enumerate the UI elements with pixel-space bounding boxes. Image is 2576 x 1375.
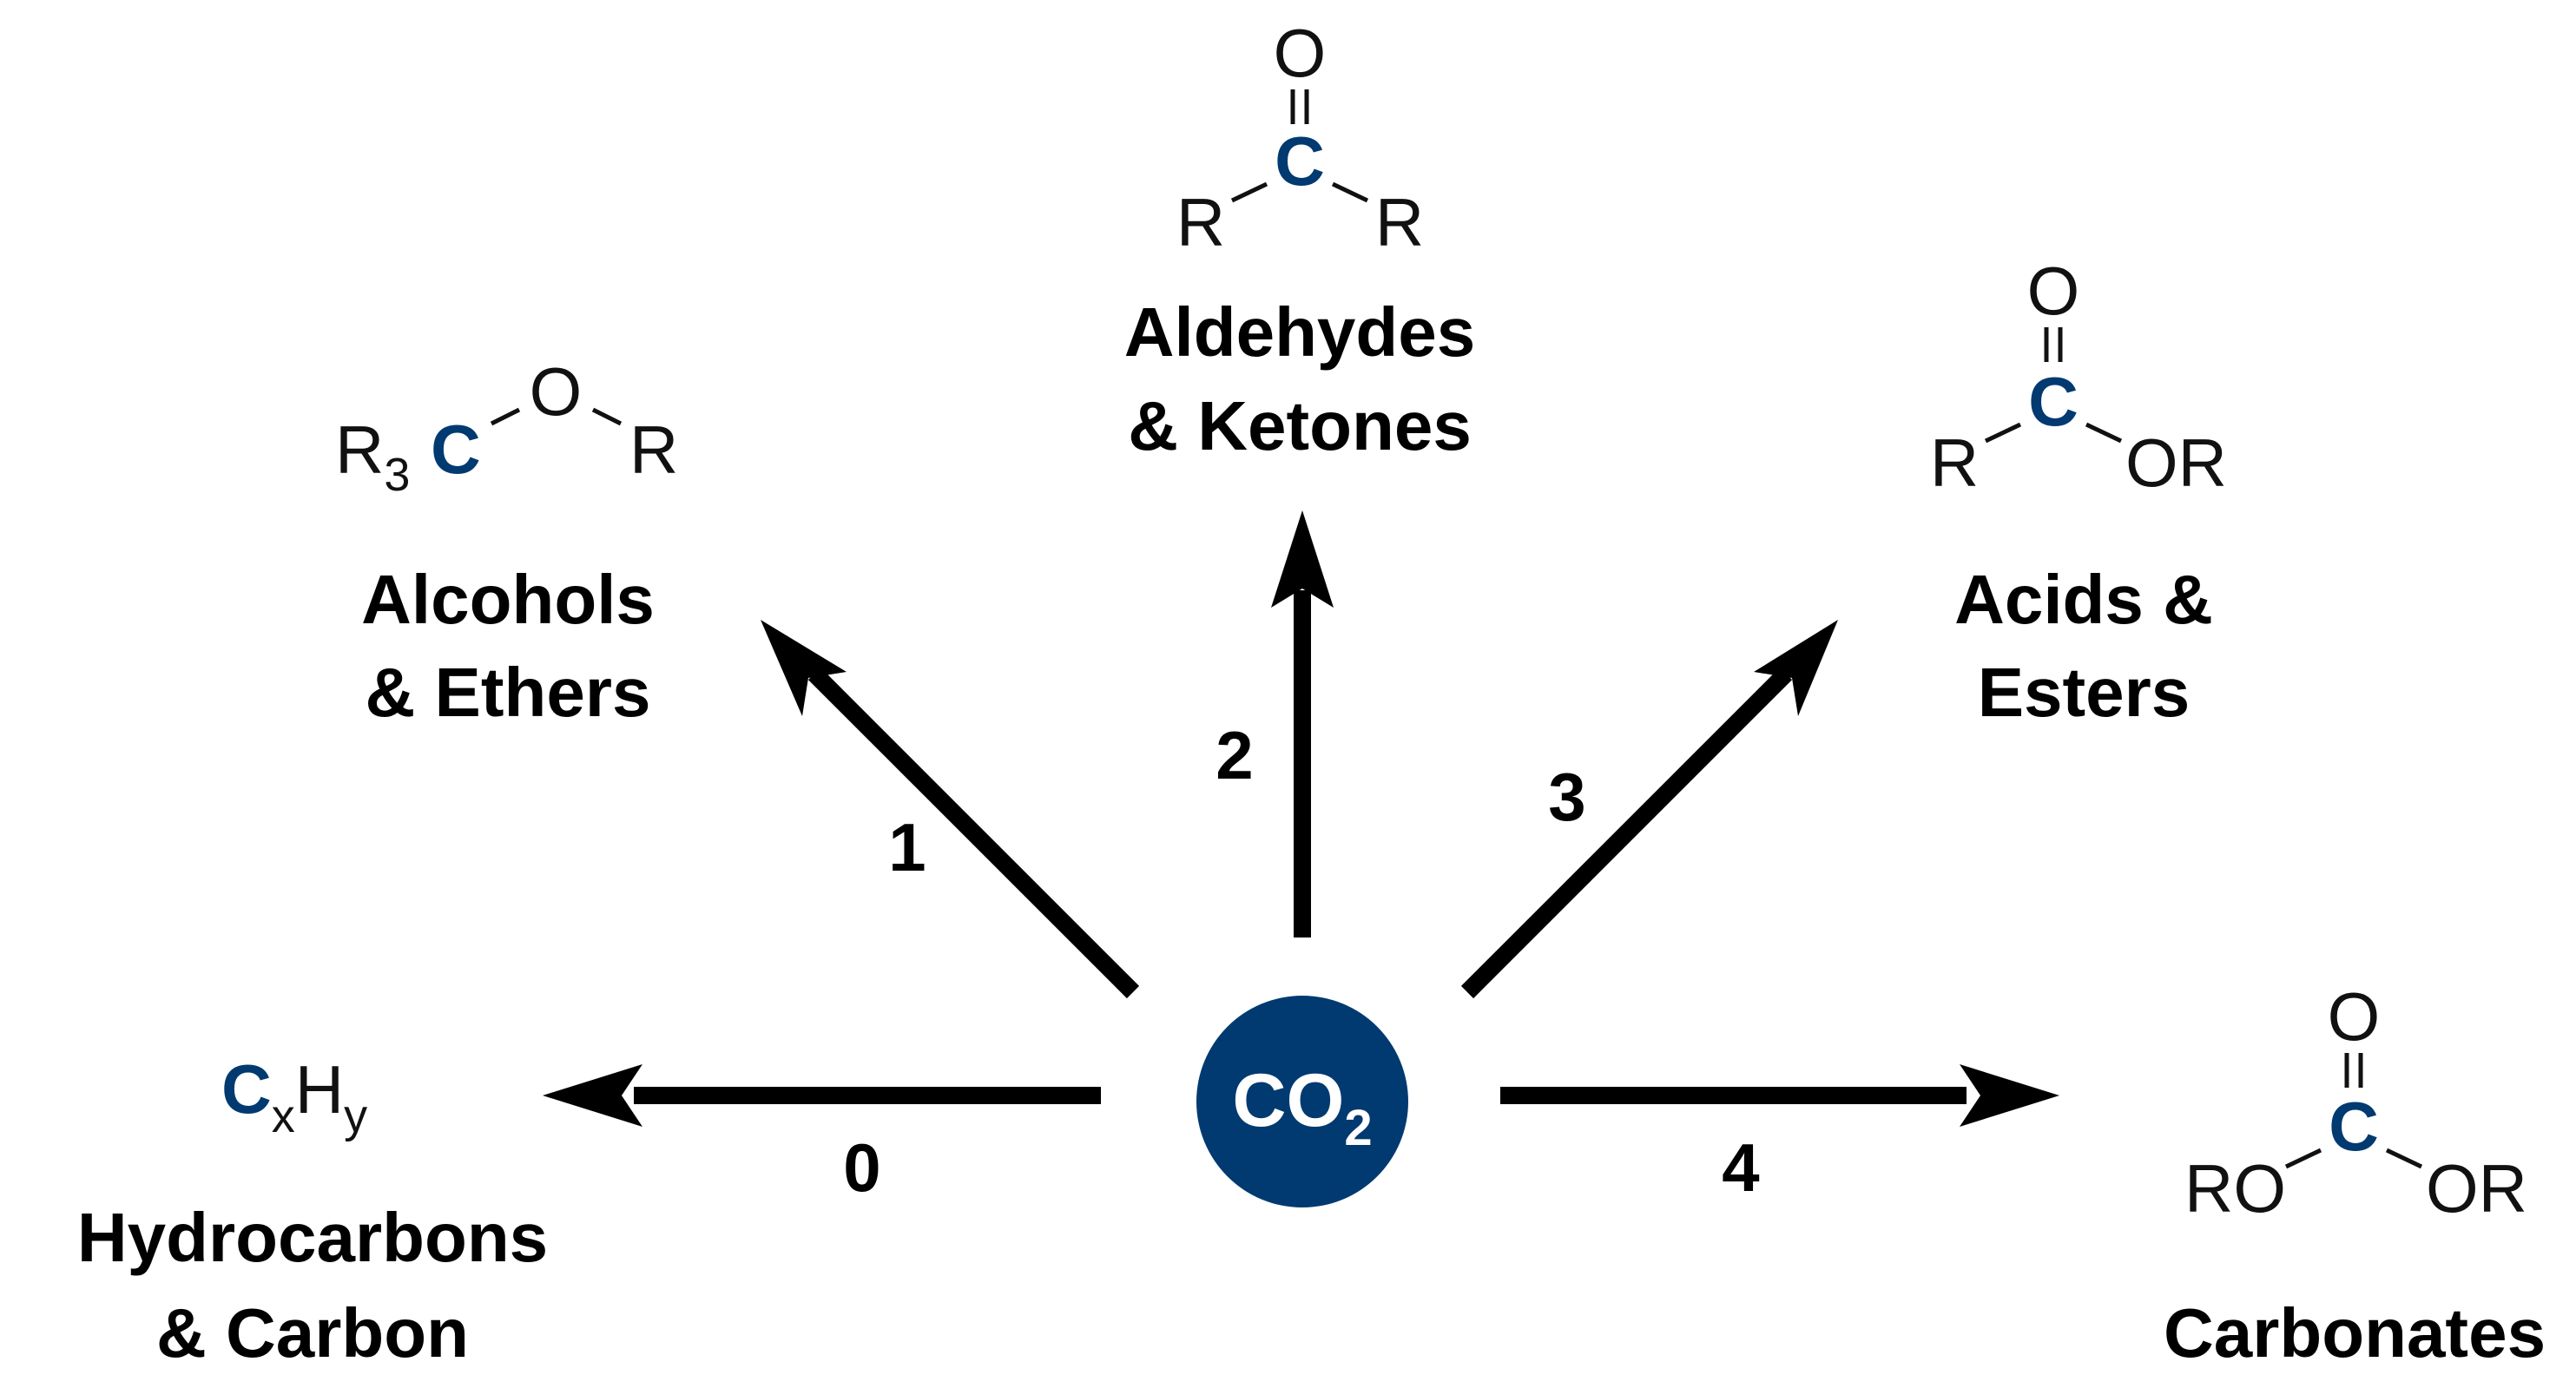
- co2-center-node: CO2: [1196, 996, 1408, 1207]
- ester-or-right: OR: [2125, 424, 2227, 501]
- arrow-number-4: 4: [1722, 1129, 1759, 1206]
- arrow-3: [1460, 620, 1838, 999]
- ether-r-group: R: [629, 411, 678, 488]
- label-aldehydes-line2: & Ketones: [1128, 387, 1472, 464]
- co2-circle: [1196, 996, 1408, 1207]
- arrow-number-3: 3: [1548, 759, 1585, 835]
- arrow-4: [1500, 1064, 2059, 1127]
- hydrocarbon-structure: CxHy: [221, 1050, 367, 1142]
- label-hydrocarbons-line1: Hydrocarbons: [77, 1199, 548, 1276]
- ester-carbon: C: [2028, 363, 2079, 440]
- carbonyl-r-left: R: [1176, 184, 1225, 260]
- label-carbonates: Carbonates: [2164, 1294, 2546, 1372]
- arrow-number-0: 0: [843, 1129, 880, 1206]
- ester-bond-right: [2085, 422, 2123, 444]
- carbonate-bond-right: [2385, 1148, 2423, 1169]
- carbonyl-bond-left: [1230, 181, 1268, 203]
- arrow-number-1: 1: [888, 809, 926, 885]
- carbonate-structure: O C RO OR: [2184, 978, 2527, 1227]
- label-acids-line1: Acids &: [1954, 561, 2213, 638]
- label-hydrocarbons-line2: & Carbon: [156, 1294, 469, 1372]
- ether-bond-c-o: [490, 407, 521, 426]
- arrow-0: [543, 1064, 1101, 1127]
- carbonyl-structure: O C R R: [1176, 15, 1424, 260]
- carbonate-oxygen: O: [2328, 978, 2381, 1055]
- ether-carbon: C: [431, 411, 481, 488]
- ester-bond-left: [1984, 422, 2022, 444]
- ether-structure: R3 C O R: [335, 353, 678, 501]
- label-alcohols-line1: Alcohols: [361, 561, 655, 638]
- label-alcohols-line2: & Ethers: [366, 654, 651, 731]
- label-acids-line2: Esters: [1978, 654, 2191, 731]
- arrow-2: [1271, 510, 1334, 938]
- carbonyl-bond-right: [1331, 181, 1369, 203]
- carbonyl-carbon: C: [1275, 122, 1325, 200]
- ether-bond-o-r: [591, 407, 623, 426]
- carbonyl-r-right: R: [1375, 184, 1424, 260]
- hydrocarbon-formula: CxHy: [221, 1050, 367, 1142]
- carbonate-carbon: C: [2329, 1088, 2379, 1165]
- label-aldehydes-line1: Aldehydes: [1124, 293, 1476, 371]
- ester-oxygen: O: [2027, 253, 2080, 329]
- carbonate-ro-left: RO: [2184, 1150, 2286, 1227]
- ether-r3-group: R3: [335, 411, 410, 501]
- carbonate-bond-left: [2284, 1148, 2322, 1169]
- ether-oxygen: O: [530, 353, 583, 430]
- carbonate-or-right: OR: [2426, 1150, 2527, 1227]
- carbonyl-oxygen: O: [1274, 15, 1327, 91]
- co2-formula: CO2: [1232, 1059, 1372, 1156]
- ester-r-left: R: [1930, 424, 1979, 501]
- ester-structure: O C R OR: [1930, 253, 2227, 501]
- arrow-1: [761, 620, 1140, 999]
- arrow-number-2: 2: [1216, 717, 1253, 793]
